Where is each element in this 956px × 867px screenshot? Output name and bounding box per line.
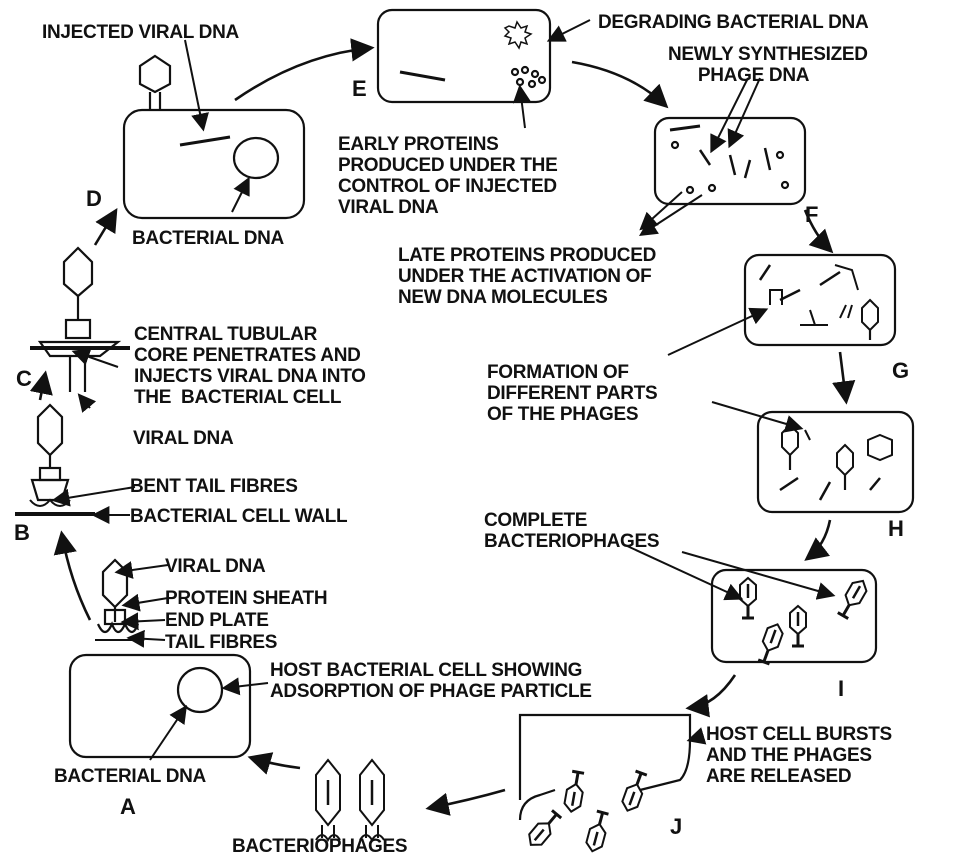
label-late-proteins: LATE PROTEINS PRODUCED UNDER THE ACTIVAT… — [398, 245, 657, 308]
cell-j-burst — [518, 713, 692, 821]
released-phages — [523, 768, 651, 855]
step-i: I — [838, 676, 845, 701]
label-early-proteins: EARLY PROTEINS PRODUCED UNDER THE CONTRO… — [338, 134, 558, 218]
label-bent-tail-fibres: BENT TAIL FIBRES — [130, 476, 298, 497]
cell-g — [743, 253, 897, 347]
bacterial-dna-a — [176, 666, 224, 714]
label-bacterial-cell-wall: BACTERIAL CELL WALL — [130, 506, 348, 527]
step-f: F — [805, 202, 819, 227]
label-viral-dna-c: VIRAL DNA — [133, 428, 234, 449]
label-formation-of-parts: FORMATION OF DIFFERENT PARTS OF THE PHAG… — [487, 362, 658, 425]
cell-h — [756, 410, 915, 514]
step-e: E — [352, 76, 367, 101]
label-central-tubular-core: CENTRAL TUBULAR CORE PENETRATES AND INJE… — [134, 324, 366, 408]
label-degrading-bacterial-dna: DEGRADING BACTERIAL DNA — [598, 12, 869, 33]
label-bacteriophages: BACTERIOPHAGES — [232, 836, 408, 857]
step-j: J — [670, 814, 683, 839]
label-bacterial-dna-d: BACTERIAL DNA — [132, 228, 284, 249]
label-injected-viral-dna: INJECTED VIRAL DNA — [42, 22, 239, 43]
label-host-cell-bursts: HOST CELL BURSTS AND THE PHAGES ARE RELE… — [706, 724, 892, 787]
step-d: D — [86, 186, 102, 211]
label-end-plate: END PLATE — [165, 610, 269, 631]
label-host-bacterial-cell: HOST BACTERIAL CELL SHOWING ADSORPTION O… — [270, 660, 592, 702]
cell-d — [122, 108, 306, 220]
free-bacteriophages — [315, 758, 385, 842]
step-b: B — [14, 520, 30, 545]
cell-a — [68, 653, 252, 759]
step-g: G — [892, 358, 910, 383]
bacterial-dna-d — [232, 136, 280, 180]
phages-in-cell-i — [738, 575, 872, 667]
pointer-lines — [51, 19, 836, 761]
cycle-arrows — [29, 38, 856, 816]
label-viral-dna-a: VIRAL DNA — [165, 556, 266, 577]
label-tail-fibres: TAIL FIBRES — [165, 632, 278, 653]
label-newly-synthesized-phage-dna: NEWLY SYNTHESIZED PHAGE DNA — [668, 44, 868, 86]
cell-i — [710, 568, 878, 664]
label-bacterial-dna-a: BACTERIAL DNA — [54, 766, 206, 787]
cell-e — [376, 8, 552, 104]
step-c: C — [16, 366, 32, 391]
label-protein-sheath: PROTEIN SHEATH — [165, 588, 328, 609]
step-h: H — [888, 516, 904, 541]
label-complete-bacteriophages: COMPLETE BACTERIOPHAGES — [484, 510, 660, 552]
cell-f — [653, 116, 807, 206]
step-a: A — [120, 794, 136, 819]
